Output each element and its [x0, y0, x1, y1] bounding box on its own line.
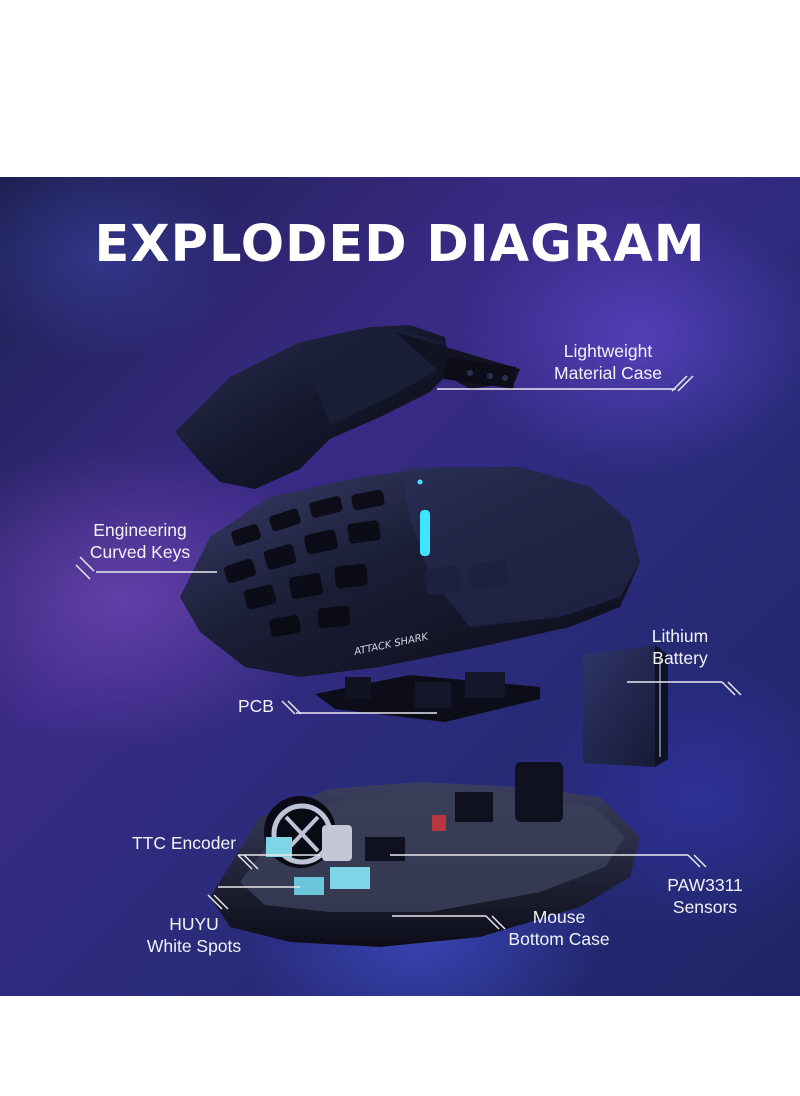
callout-engineering-curved-keys: Engineering Curved Keys	[80, 519, 200, 563]
callout-lithium-battery: Lithium Battery	[630, 625, 730, 669]
callout-pcb: PCB	[226, 695, 286, 717]
top-case-part	[175, 325, 520, 489]
callout-line: White Spots	[146, 936, 242, 956]
diagram-title: EXPLODED DIAGRAM	[94, 215, 706, 274]
bottom-case-part	[210, 762, 640, 947]
rgb-accent-strip	[420, 510, 430, 556]
diagram-panel: EXPLODED DIAGRAM	[0, 177, 800, 996]
callout-line: HUYU	[169, 914, 219, 934]
main-mouse-body: ATTACK SHARK	[180, 467, 640, 677]
callout-line: TTC Encoder	[131, 833, 237, 853]
callout-line: Engineering	[93, 520, 187, 540]
callout-line: Mouse	[532, 907, 586, 927]
callout-huyu-white-spots: HUYU White Spots	[134, 913, 254, 957]
callout-line: Material Case	[554, 363, 662, 383]
callout-ttc-encoder: TTC Encoder	[120, 832, 248, 854]
callout-line: Battery	[652, 648, 708, 668]
battery-part	[583, 645, 668, 767]
callout-line: Bottom Case	[508, 929, 610, 949]
callout-paw3311-sensors: PAW3311 Sensors	[655, 874, 755, 918]
leader-lines	[75, 375, 742, 930]
callout-line: PCB	[238, 696, 274, 716]
ttc-encoder-block	[322, 825, 352, 861]
callout-line: Sensors	[672, 897, 738, 917]
exploded-mouse-illustration: ATTACK SHARK	[75, 325, 742, 947]
callout-line: Lithium	[651, 626, 709, 646]
sensor-housing	[515, 762, 563, 822]
callout-line: Curved Keys	[89, 542, 191, 562]
callout-line: Lightweight	[563, 341, 653, 361]
pcb-part	[315, 672, 540, 722]
callout-line: PAW3311	[667, 875, 743, 895]
callout-mouse-bottom-case: Mouse Bottom Case	[497, 906, 621, 950]
callout-lightweight-material-case: Lightweight Material Case	[538, 340, 678, 384]
